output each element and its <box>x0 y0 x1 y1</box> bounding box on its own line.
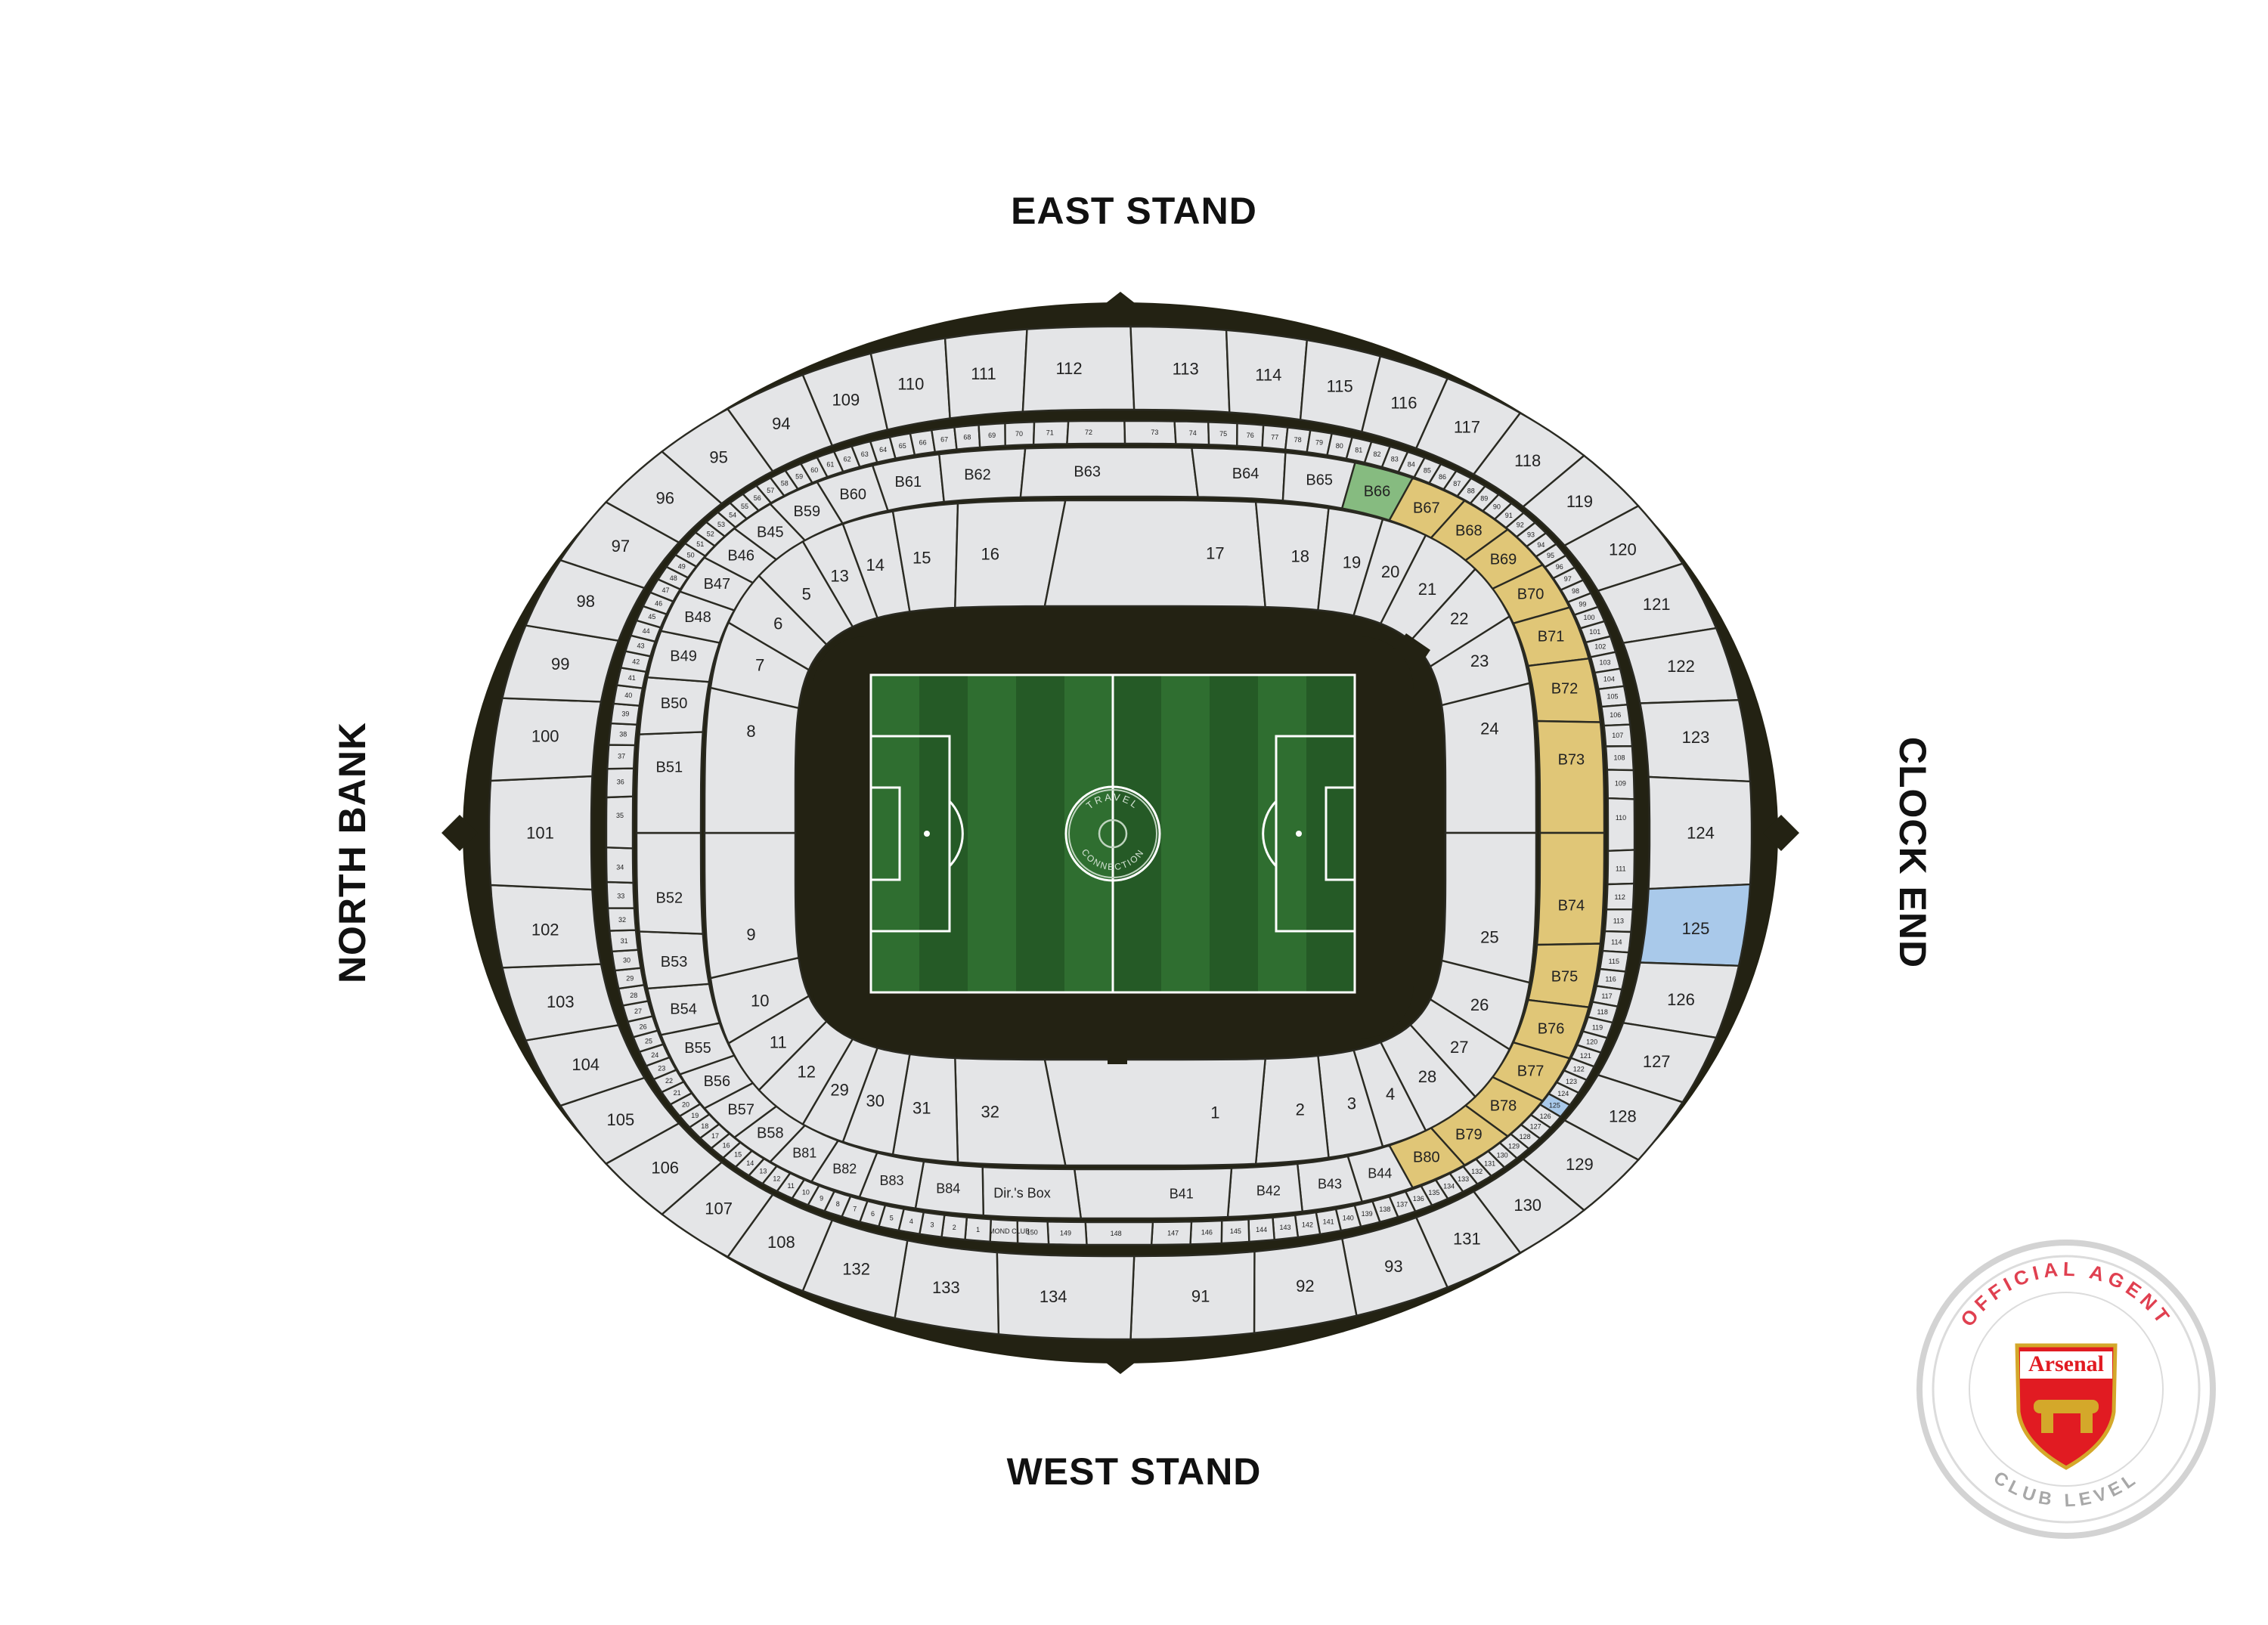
club-section-144[interactable] <box>1247 1216 1275 1243</box>
box-section-b73[interactable] <box>1535 720 1606 834</box>
club-section-37[interactable] <box>606 744 637 770</box>
lower-section-2[interactable] <box>1254 1054 1330 1165</box>
box-section-b63[interactable] <box>1019 446 1199 499</box>
upper-section-123[interactable] <box>1638 698 1752 783</box>
club-section-31[interactable] <box>609 929 640 953</box>
ring-marker-left <box>442 815 478 851</box>
upper-section-102[interactable] <box>489 884 603 969</box>
club-section-34[interactable] <box>605 846 634 884</box>
box-section-b74[interactable] <box>1535 831 1606 946</box>
box-section-b50[interactable] <box>638 676 711 735</box>
club-section-114[interactable] <box>1601 930 1632 954</box>
upper-section-91[interactable] <box>1129 1250 1256 1341</box>
club-section-2[interactable] <box>940 1214 968 1241</box>
club-section-69[interactable] <box>978 422 1006 449</box>
east-stand-label: EAST STAND <box>1011 190 1257 232</box>
club-section-73[interactable] <box>1123 419 1177 445</box>
upper-section-113[interactable] <box>1129 325 1231 413</box>
box-section-dir-s-box[interactable] <box>981 1165 1083 1220</box>
box-section-b75[interactable] <box>1526 942 1602 1009</box>
club-section-38[interactable] <box>607 722 638 747</box>
ring-marker-bottom <box>1099 1341 1142 1374</box>
club-section-77[interactable] <box>1261 424 1289 451</box>
box-section-b51[interactable] <box>635 731 704 834</box>
lower-section-8[interactable] <box>703 686 800 834</box>
lower-section-5[interactable] <box>758 540 854 646</box>
club-section-72[interactable] <box>1066 419 1126 445</box>
club-section-109[interactable] <box>1606 769 1636 800</box>
club-section-146[interactable] <box>1189 1219 1223 1246</box>
upper-section-111[interactable] <box>943 328 1028 419</box>
club-section-142[interactable] <box>1294 1211 1321 1239</box>
club-section-108[interactable] <box>1604 744 1635 772</box>
club-section-1[interactable] <box>964 1216 992 1243</box>
club-section-76[interactable] <box>1236 422 1265 449</box>
club-section-150[interactable] <box>1016 1219 1050 1246</box>
club-section-113[interactable] <box>1603 908 1634 933</box>
upper-section-134[interactable] <box>996 1251 1136 1341</box>
club-section-39[interactable] <box>609 702 641 726</box>
club-section-36[interactable] <box>606 767 635 799</box>
club-section-107[interactable] <box>1603 723 1634 748</box>
upper-section-94[interactable] <box>726 373 834 473</box>
box-section-b41[interactable] <box>1073 1167 1233 1220</box>
lower-section-9[interactable] <box>703 831 800 980</box>
club-section-74[interactable] <box>1173 420 1210 446</box>
club-section-111[interactable] <box>1606 849 1636 886</box>
arsenal-crest-icon: Arsenal <box>2015 1343 2118 1470</box>
upper-section-100[interactable] <box>489 697 603 782</box>
tunnel <box>1108 1028 1127 1064</box>
lower-section-1[interactable] <box>1043 1057 1267 1167</box>
upper-section-125[interactable] <box>1638 883 1752 967</box>
club-section-68[interactable] <box>953 424 981 450</box>
ring-marker-right <box>1763 815 1799 851</box>
lower-section-24[interactable] <box>1440 682 1538 834</box>
club-section-30[interactable] <box>611 949 642 972</box>
upper-section-112[interactable] <box>1021 325 1136 413</box>
official-agent-badge: OFFICIAL AGENT CLUB LEVEL Arsenal <box>1916 1240 2216 1539</box>
club-section-112[interactable] <box>1605 882 1635 911</box>
west-stand-label: WEST STAND <box>1006 1450 1262 1493</box>
upper-section-114[interactable] <box>1225 329 1309 421</box>
lower-section-17[interactable] <box>1043 499 1267 608</box>
club-section-110[interactable] <box>1606 797 1636 853</box>
club-section-diamond-club[interactable] <box>989 1218 1019 1245</box>
ring-marker-top <box>1099 292 1142 325</box>
club-section-71[interactable] <box>1032 420 1070 446</box>
club-section-147[interactable] <box>1150 1221 1193 1246</box>
box-section-b53[interactable] <box>638 930 711 990</box>
upper-section-124[interactable] <box>1647 775 1753 890</box>
lower-section-25[interactable] <box>1440 831 1538 984</box>
box-section-b52[interactable] <box>635 831 704 935</box>
club-section-33[interactable] <box>606 881 636 909</box>
corner-tunnel <box>1394 633 1430 668</box>
box-section-b84[interactable] <box>914 1160 985 1217</box>
crest-text: Arsenal <box>2028 1351 2104 1376</box>
club-section-75[interactable] <box>1207 421 1238 447</box>
club-section-106[interactable] <box>1600 704 1631 727</box>
club-section-145[interactable] <box>1220 1218 1250 1245</box>
club-section-70[interactable] <box>1004 421 1036 447</box>
club-section-149[interactable] <box>1046 1221 1088 1246</box>
upper-section-92[interactable] <box>1253 1237 1358 1335</box>
club-section-32[interactable] <box>606 907 637 932</box>
box-section-b62[interactable] <box>937 447 1027 503</box>
upper-section-101[interactable] <box>488 775 593 891</box>
box-section-b42[interactable] <box>1226 1162 1304 1218</box>
club-section-143[interactable] <box>1272 1214 1300 1241</box>
club-section-105[interactable] <box>1597 685 1628 708</box>
club-section-29[interactable] <box>614 967 646 990</box>
upper-section-133[interactable] <box>894 1239 1000 1336</box>
box-section-b72[interactable] <box>1526 657 1602 723</box>
club-section-148[interactable] <box>1084 1221 1154 1246</box>
club-section-67[interactable] <box>930 426 958 453</box>
upper-section-122[interactable] <box>1622 627 1740 704</box>
lower-section-18[interactable] <box>1254 500 1330 611</box>
club-section-35[interactable] <box>605 795 634 850</box>
pitch: TRAVEL CONNECTION <box>869 673 1356 994</box>
box-section-b64[interactable] <box>1191 447 1287 502</box>
